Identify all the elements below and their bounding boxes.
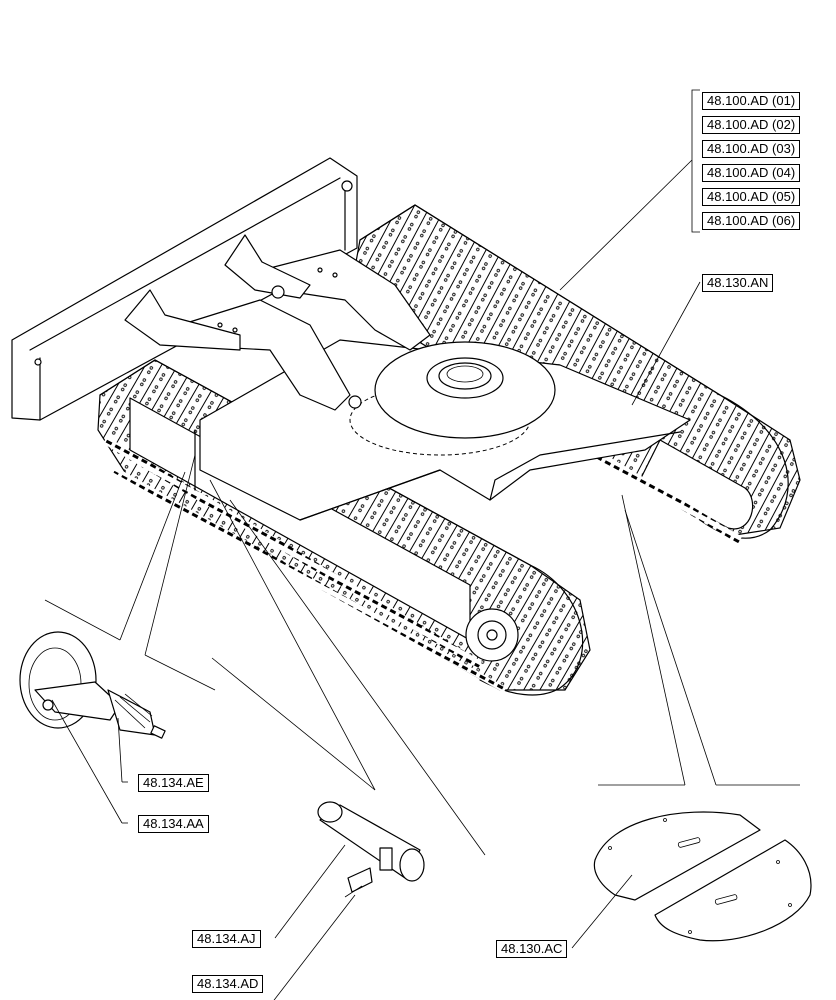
label-48-134-ae[interactable]: 48.134.AE — [138, 774, 209, 792]
cover-plate — [593, 811, 812, 942]
label-48-130-ac[interactable]: 48.130.AC — [496, 940, 568, 958]
label-48-100-ad-04[interactable]: 48.100.AD (04) — [702, 164, 801, 182]
label-48-134-aj[interactable]: 48.134.AJ — [192, 930, 261, 948]
label-48-100-ad-02[interactable]: 48.100.AD (02) — [702, 116, 801, 134]
leader-lines — [44, 89, 800, 1000]
blade-arms — [124, 234, 431, 411]
grease-cylinder — [317, 801, 425, 898]
label-48-100-ad-03[interactable]: 48.100.AD (03) — [702, 140, 801, 158]
label-48-134-ad[interactable]: 48.134.AD — [192, 975, 264, 993]
idler-assembly — [19, 631, 166, 739]
label-48-130-an[interactable]: 48.130.AN — [702, 274, 774, 292]
dozer-blade — [11, 157, 358, 421]
label-48-134-aa[interactable]: 48.134.AA — [138, 815, 209, 833]
undercarriage-main — [11, 157, 801, 696]
label-48-100-ad-01[interactable]: 48.100.AD (01) — [702, 92, 801, 110]
label-48-100-ad-06[interactable]: 48.100.AD (06) — [702, 212, 801, 230]
swing-bearing — [374, 341, 556, 439]
label-48-100-ad-05[interactable]: 48.100.AD (05) — [702, 188, 801, 206]
